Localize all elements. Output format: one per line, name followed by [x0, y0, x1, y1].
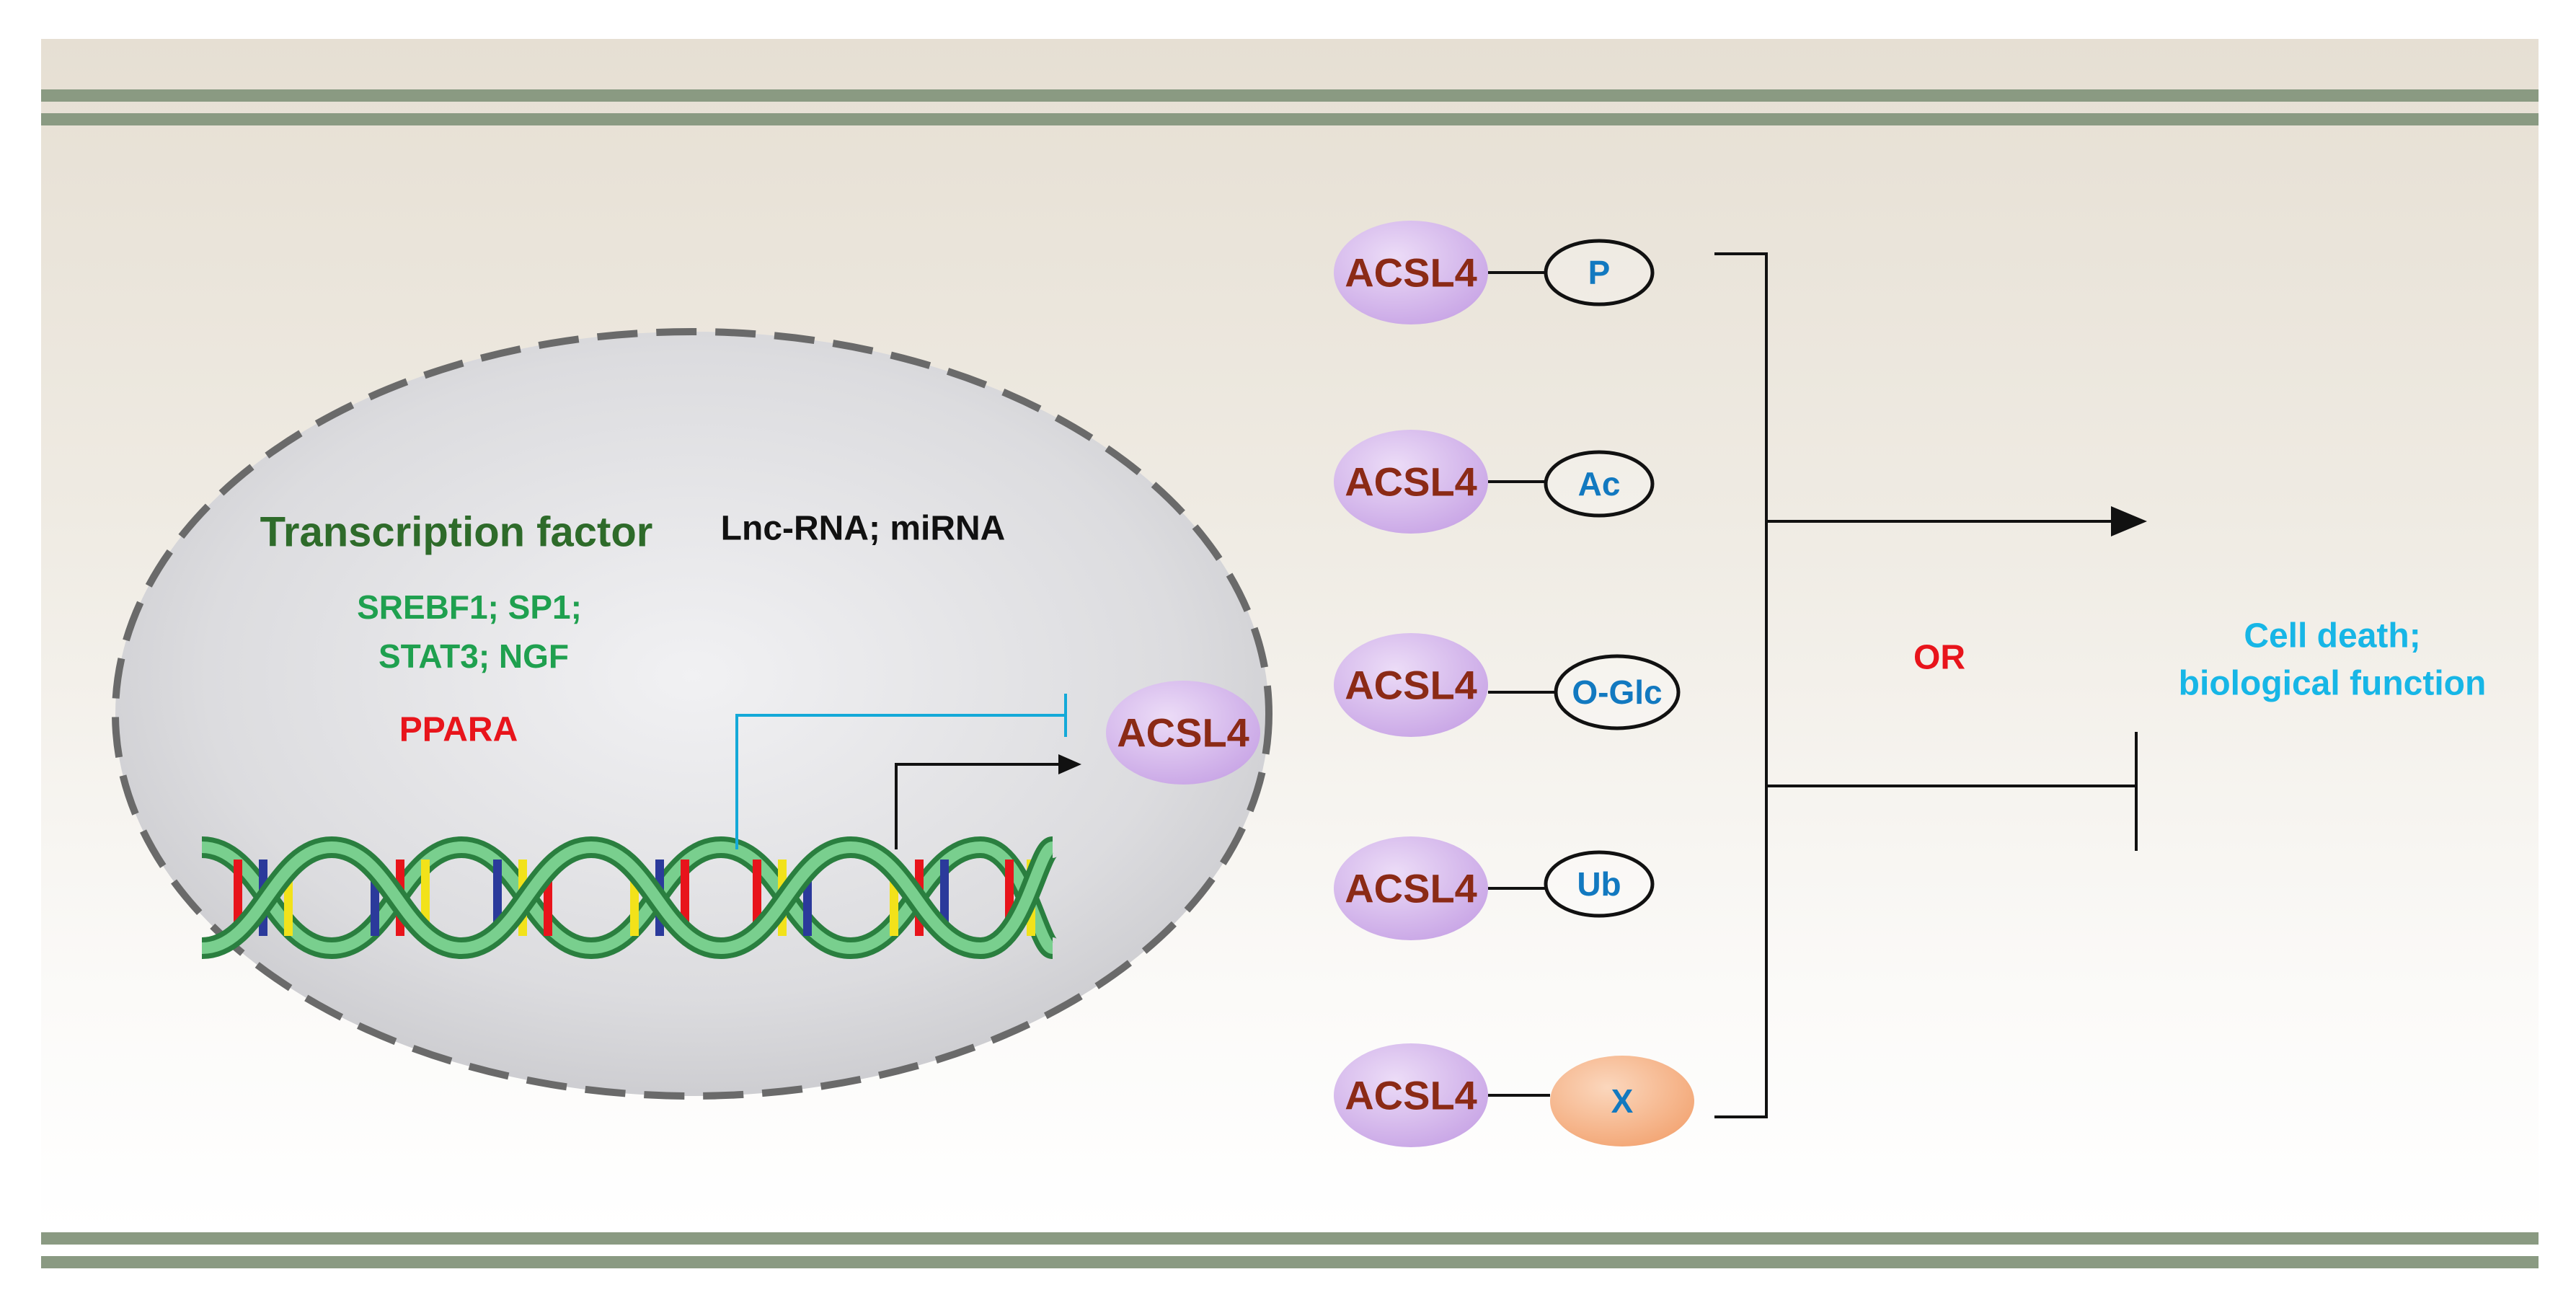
bottom-band-2	[41, 1256, 2539, 1268]
acsl4-label-p: ACSL4	[1345, 249, 1477, 296]
bottom-band-1	[41, 1232, 2539, 1245]
nuclear-acsl4-node	[1106, 681, 1260, 785]
mod-label-oglc: O-Glc	[1572, 673, 1663, 711]
or-label: OR	[1913, 638, 1965, 677]
nuclear-acsl4-label: ACSL4	[1117, 710, 1249, 756]
activation-arrowhead	[2111, 506, 2147, 536]
outcome-line2: biological function	[2178, 664, 2487, 703]
outcome-connectors	[1714, 252, 2138, 1118]
ppara-label: PPARA	[399, 710, 518, 749]
ncrna-inhibition-line	[735, 694, 1067, 849]
tf-list-line2: STAT3; NGF	[378, 637, 570, 675]
acsl4-label-ub: ACSL4	[1345, 865, 1477, 911]
tf-list-line1: SREBF1; SP1;	[357, 588, 582, 626]
mod-label-x: X	[1611, 1082, 1634, 1120]
outcome-line1: Cell death;	[2244, 617, 2421, 655]
transcription-factor-label: Transcription factor	[260, 508, 653, 556]
nucleus	[112, 328, 1272, 1100]
acsl4-label-x: ACSL4	[1345, 1072, 1477, 1118]
mod-label-p: P	[1588, 254, 1611, 291]
mod-label-ac: Ac	[1577, 465, 1621, 503]
noncoding-rna-label: Lnc-RNA; miRNA	[720, 509, 1006, 548]
top-band-2	[41, 113, 2539, 125]
acsl4-label-ac: ACSL4	[1345, 459, 1477, 505]
dna-helix	[200, 836, 1058, 960]
modification-rows	[1334, 221, 1694, 1147]
mod-label-ub: Ub	[1577, 865, 1621, 903]
acsl4-label-oglc: ACSL4	[1345, 662, 1477, 708]
transcription-arrow	[895, 754, 1081, 849]
top-band-1	[41, 89, 2539, 102]
